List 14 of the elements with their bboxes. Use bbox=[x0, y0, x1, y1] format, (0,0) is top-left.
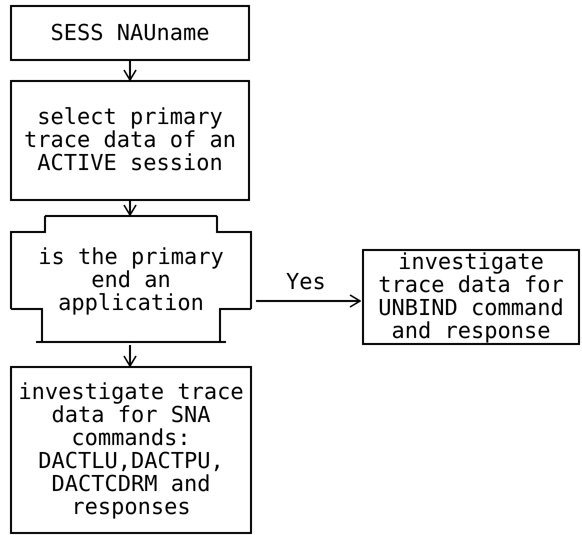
node-text: select primary trace data of an ACTIVE session bbox=[23, 106, 237, 175]
process-box bbox=[362, 249, 580, 345]
arrow bbox=[256, 294, 361, 308]
process-box bbox=[10, 5, 250, 61]
node-text: investigate trace data for SNA commands: DACTLU,DACTPU, DACTCDRM and responses bbox=[17, 381, 245, 519]
node-text: investigate trace data for UNBIND command and response bbox=[377, 251, 565, 343]
arrow bbox=[123, 345, 137, 367]
arrow bbox=[123, 201, 137, 216]
node-text: is the primary end an application bbox=[37, 246, 225, 314]
node-text: SESS NAUname bbox=[50, 22, 210, 44]
process-box bbox=[10, 366, 252, 534]
process-box bbox=[10, 80, 250, 201]
arrow bbox=[123, 61, 137, 81]
decision-shape bbox=[10, 215, 252, 345]
